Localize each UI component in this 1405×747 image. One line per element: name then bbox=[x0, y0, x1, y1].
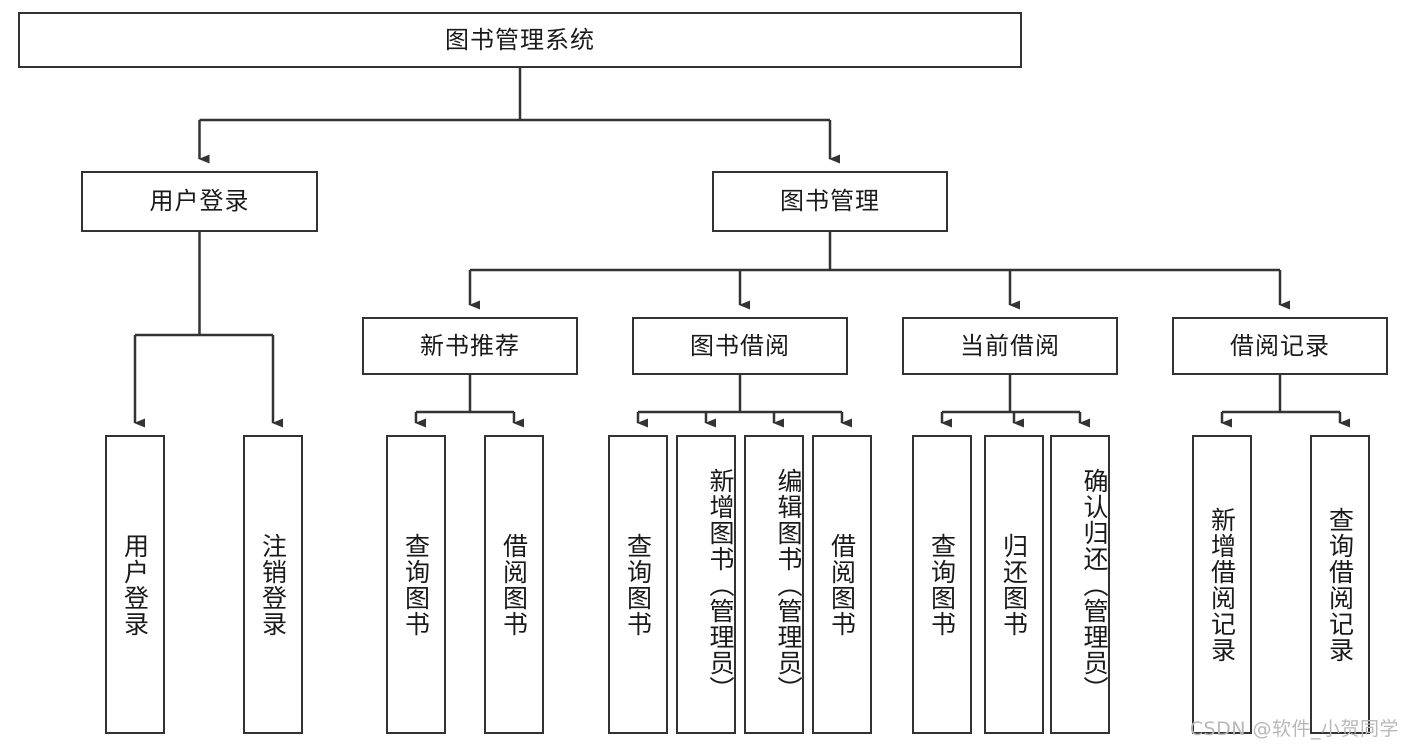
node-user-login[interactable]: 用户登录 bbox=[81, 171, 318, 232]
node-current-borrow[interactable]: 当前借阅 bbox=[902, 317, 1118, 375]
leaf-query-borrow-record[interactable]: 查询借阅记录 bbox=[1310, 435, 1370, 734]
leaf-query-book-recommend[interactable]: 查询图书 bbox=[386, 435, 446, 734]
leaf-confirm-return-admin[interactable]: 确认归还（管理员） bbox=[1050, 435, 1110, 734]
leaf-logout[interactable]: 注销登录 bbox=[243, 435, 303, 734]
leaf-return-book[interactable]: 归还图书 bbox=[984, 435, 1044, 734]
leaf-borrow-book[interactable]: 借阅图书 bbox=[812, 435, 872, 734]
node-book-management[interactable]: 图书管理 bbox=[712, 171, 948, 232]
node-new-book-recommend[interactable]: 新书推荐 bbox=[362, 317, 578, 375]
node-root[interactable]: 图书管理系统 bbox=[18, 12, 1022, 68]
leaf-user-login[interactable]: 用户登录 bbox=[105, 435, 165, 734]
leaf-add-book-admin[interactable]: 新增图书（管理员） bbox=[676, 435, 736, 734]
leaf-edit-book-admin[interactable]: 编辑图书（管理员） bbox=[744, 435, 804, 734]
leaf-query-book-current[interactable]: 查询图书 bbox=[912, 435, 972, 734]
node-book-borrow[interactable]: 图书借阅 bbox=[632, 317, 848, 375]
node-borrow-records[interactable]: 借阅记录 bbox=[1172, 317, 1388, 375]
leaf-borrow-book-recommend[interactable]: 借阅图书 bbox=[484, 435, 544, 734]
csdn-watermark: CSDN @软件_小贺同学 bbox=[1189, 718, 1399, 740]
leaf-query-book-borrow[interactable]: 查询图书 bbox=[608, 435, 668, 734]
leaf-add-borrow-record[interactable]: 新增借阅记录 bbox=[1192, 435, 1252, 734]
